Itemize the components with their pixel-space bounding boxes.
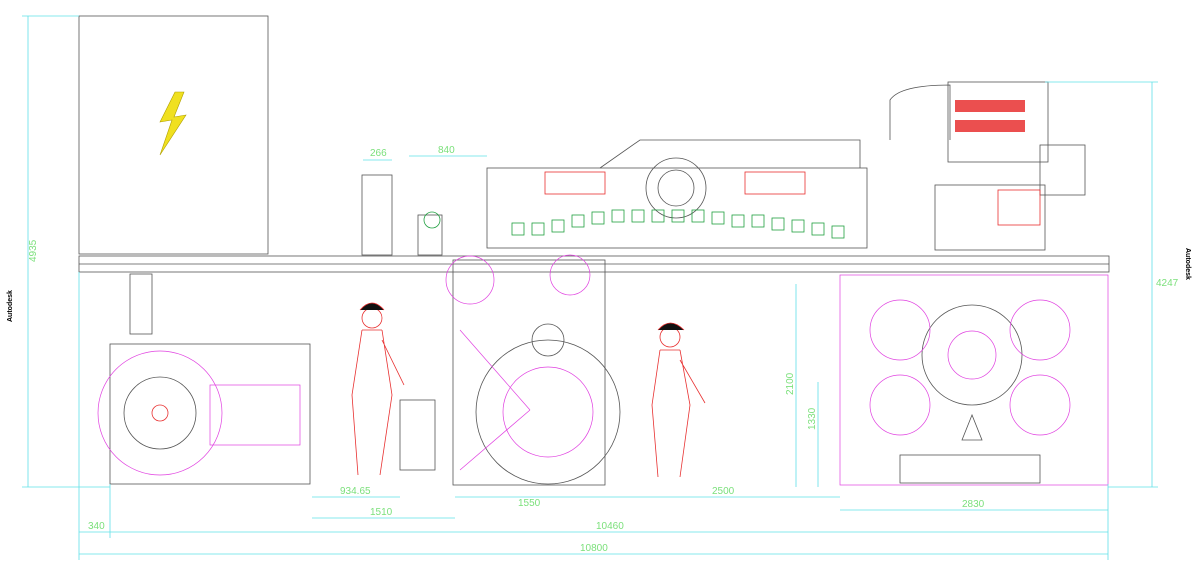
dimension-lines xyxy=(22,15,1158,560)
dim-10460: 10460 xyxy=(596,521,624,532)
dim-2830: 2830 xyxy=(962,499,985,510)
dim-1510: 1510 xyxy=(370,507,393,518)
laminator-center xyxy=(399,254,621,486)
dim-4935: 4935 xyxy=(28,239,39,262)
dim-266: 266 xyxy=(370,148,387,159)
dim-340: 340 xyxy=(88,521,105,532)
human-figure-icon xyxy=(351,302,405,476)
watermark-left: Autodesk xyxy=(7,290,14,322)
dim-2100: 2100 xyxy=(785,372,796,395)
dim-2500: 2500 xyxy=(712,486,735,497)
dim-1330: 1330 xyxy=(807,407,818,430)
dim-1550: 1550 xyxy=(518,498,541,509)
unwinder-left xyxy=(97,273,311,485)
main-beam xyxy=(78,255,1110,273)
dim-840: 840 xyxy=(438,145,455,156)
rewinder-right xyxy=(839,274,1109,486)
dim-934-65: 934.65 xyxy=(340,486,371,497)
dryer-hood xyxy=(486,81,1086,251)
electrical-cabinet xyxy=(78,15,269,255)
human-figure-icon xyxy=(651,322,706,478)
watermark-right: Autodesk xyxy=(1184,248,1191,280)
guide-unit xyxy=(361,174,443,256)
dim-10800: 10800 xyxy=(580,543,608,554)
lightning-bolt-icon xyxy=(159,91,187,156)
dim-4247: 4247 xyxy=(1156,278,1179,289)
